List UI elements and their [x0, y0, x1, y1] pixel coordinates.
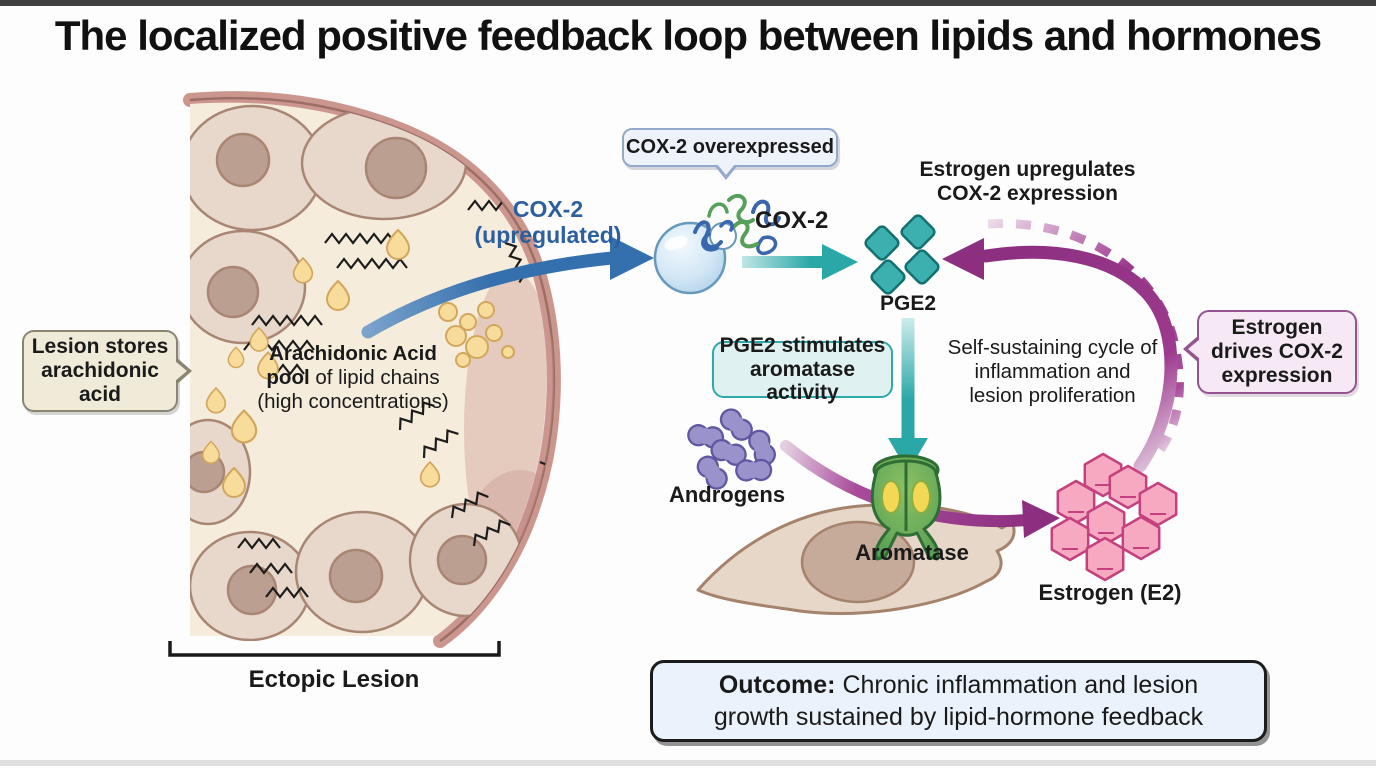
estrogen-e2-label: Estrogen (E2): [1038, 580, 1182, 605]
pge2-stimulates-label: PGE2 stimulates aromatase activity: [719, 333, 886, 405]
androgens-label: Androgens: [668, 482, 786, 507]
estrogen-drives-label: Estrogen drives COX-2 expression: [1211, 316, 1343, 387]
cox2-to-pge2-arrow: [742, 244, 858, 280]
cox2-overexpressed-label: COX-2 overexpressed: [626, 136, 834, 159]
cox2-overexpressed-callout: COX-2 overexpressed: [622, 128, 838, 180]
estrogen-upregulates-label: Estrogen upregulates COX-2 expression: [919, 158, 1136, 206]
lesion-tissue-illustration: [183, 91, 561, 648]
lesion-stores-callout: Lesion stores arachidonic acid: [22, 330, 192, 412]
pool-line2: pool of lipid chains: [266, 365, 440, 389]
callout-pointer: [175, 361, 187, 381]
pool-line1: Arachidonic Acid: [269, 342, 437, 365]
pge2-down-arrow: [888, 318, 928, 472]
cox2-vesicle-icon: [653, 221, 737, 295]
outcome-box: Outcome: Chronic inflammation and lesion…: [650, 660, 1267, 742]
lesion-stores-callout-label: Lesion stores arachidonic acid: [31, 335, 169, 406]
cox2-protein-icon: [693, 193, 781, 256]
scan-artifact-top: [0, 0, 1376, 6]
pool-line3: (high concentrations): [257, 389, 449, 413]
scan-artifact-bottom: [0, 760, 1376, 766]
pge2-stimulates-callout: PGE2 stimulates aromatase activity: [712, 334, 893, 404]
callout-pointer: [716, 164, 735, 175]
pge2-molecules-icon: [862, 212, 942, 297]
cox2-enzyme-label: COX-2: [755, 207, 829, 234]
outcome-text: Outcome: Chronic inflammation and lesion…: [713, 670, 1204, 732]
arachidonic-pool-label: Arachidonic Acid pool of lipid chains (h…: [248, 342, 458, 414]
aromatase-label: Aromatase: [855, 540, 969, 565]
cox2-upregulated-arrow: [361, 236, 654, 339]
page-title: The localized positive feedback loop bet…: [54, 12, 1322, 59]
lesion-body: [190, 102, 547, 636]
ectopic-lesion-label: Ectopic Lesion: [248, 666, 420, 693]
callout-pointer: [1188, 338, 1200, 359]
estrogen-molecules-icon: [1050, 452, 1178, 582]
feedback-solid-arc: [942, 238, 1178, 473]
estrogen-drives-callout: Estrogen drives COX-2 expression: [1183, 310, 1357, 394]
aromatase-enzyme-icon: [870, 454, 942, 561]
self-sustaining-label: Self-sustaining cycle of inflammation an…: [947, 336, 1158, 408]
cox2-upregulated-label: COX-2 (upregulated): [474, 196, 622, 249]
pge2-label: PGE2: [879, 292, 937, 315]
ectopic-lesion-bracket: [168, 641, 501, 657]
stromal-cell-icon: [696, 502, 1016, 615]
feedback-dashed-arc: [987, 218, 1184, 459]
lipid-droplet-icons: [202, 229, 515, 498]
androgens-icon: [684, 406, 785, 494]
